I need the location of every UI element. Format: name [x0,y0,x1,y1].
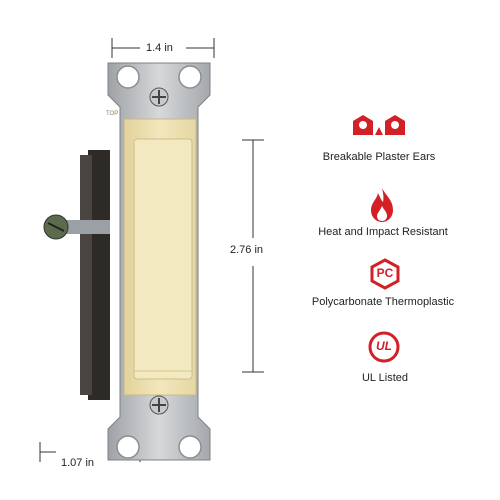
pc-icon [369,258,401,290]
feature-label-polycarbonate: Polycarbonate Thermoplastic [311,296,455,308]
height-label: 2.76 in [230,244,264,256]
ul-icon-text: UL [376,339,392,353]
feature-label-heat-impact: Heat and Impact Resistant [318,226,448,238]
height-dimension [236,138,266,374]
depth-label: 1.07 in [61,457,95,469]
feature-label-plaster-ears: Breakable Plaster Ears [322,151,436,163]
feature-label-ul-listed: UL Listed [361,372,409,384]
top-mark: TOP [106,111,119,117]
switch-illustration [30,55,235,485]
pc-icon-text: PC [376,266,394,280]
plaster-ears-icon [349,113,409,139]
width-dimension [110,30,216,60]
width-label: 1.4 in [146,42,173,54]
flame-icon [369,187,395,223]
ul-icon [368,331,400,363]
